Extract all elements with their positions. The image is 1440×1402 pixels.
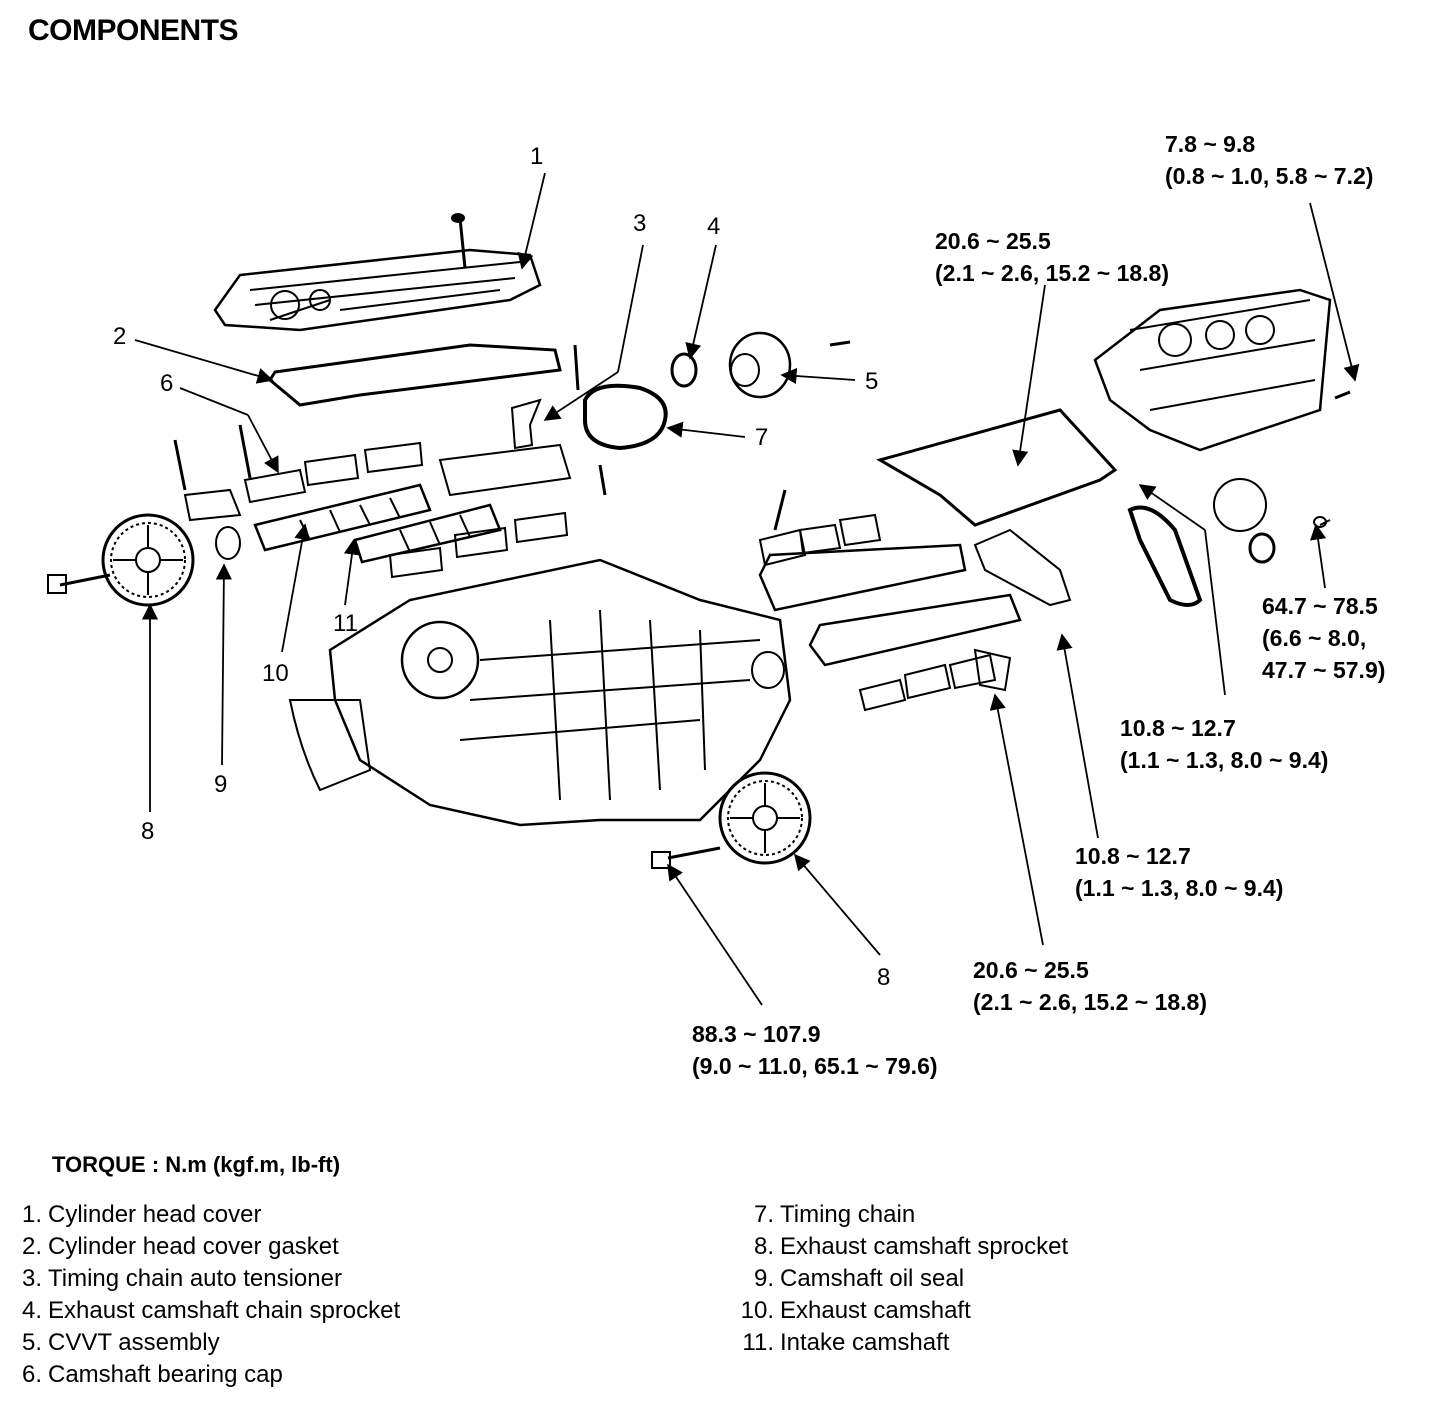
callout-3: 3: [633, 210, 647, 237]
callout-5: 5: [865, 368, 879, 395]
engine-block: [288, 558, 792, 827]
legend-item: 5.CVVT assembly: [21, 1329, 220, 1356]
legend-left: 1.Cylinder head cover 2.Cylinder head co…: [6, 1199, 400, 1391]
legend-item: 6.Camshaft bearing cap: [21, 1361, 283, 1388]
legend-item: 10.Exhaust camshaft: [740, 1297, 971, 1324]
torque-spec-1: 7.8 ~ 9.8(0.8 ~ 1.0, 5.8 ~ 7.2): [1165, 131, 1374, 189]
page-title: COMPONENTS: [28, 14, 239, 47]
sprocket-left: [47, 513, 195, 607]
callout-10: 10: [262, 660, 289, 687]
legend-item: 4.Exhaust camshaft chain sprocket: [21, 1297, 401, 1324]
callout-8-bottom: 8: [877, 964, 891, 991]
callout-1: 1: [530, 143, 544, 170]
callout-8-left: 8: [141, 818, 155, 845]
torque-unit-label: TORQUE : N.m (kgf.m, lb-ft): [52, 1152, 341, 1177]
torque-spec-2: 20.6 ~ 25.5(2.1 ~ 2.6, 15.2 ~ 18.8): [935, 228, 1169, 286]
torque-spec-3: 64.7 ~ 78.5(6.6 ~ 8.0,47.7 ~ 57.9): [1262, 593, 1386, 683]
callout-7: 7: [755, 424, 769, 451]
torque-spec-5: 10.8 ~ 12.7(1.1 ~ 1.3, 8.0 ~ 9.4): [1075, 843, 1284, 901]
right-camshafts-caps: [758, 489, 1072, 712]
bearing-caps-left: [173, 424, 607, 579]
legend-item: 1.Cylinder head cover: [21, 1201, 262, 1228]
callout-11: 11: [333, 610, 358, 637]
legend-item: 7.Timing chain: [753, 1201, 916, 1228]
callout-9: 9: [214, 771, 228, 798]
legend-item: 11.Intake camshaft: [742, 1329, 950, 1356]
legend-item: 3.Timing chain auto tensioner: [21, 1265, 342, 1292]
legend-item: 8.Exhaust camshaft sprocket: [753, 1233, 1069, 1260]
torque-spec-7: 88.3 ~ 107.9(9.0 ~ 11.0, 65.1 ~ 79.6): [692, 1021, 938, 1079]
torque-spec-6: 20.6 ~ 25.5(2.1 ~ 2.6, 15.2 ~ 18.8): [973, 957, 1207, 1015]
callout-4: 4: [707, 213, 721, 240]
torque-spec-4: 10.8 ~ 12.7(1.1 ~ 1.3, 8.0 ~ 9.4): [1120, 715, 1329, 773]
right-head-cover: [876, 288, 1351, 607]
sprocket-bottom: [651, 771, 812, 869]
legend-item: 2.Cylinder head cover gasket: [21, 1233, 339, 1260]
leader-lines: [134, 172, 1360, 1006]
tensioner-chain-cvvt: [510, 331, 851, 451]
callout-2: 2: [113, 323, 127, 350]
cylinder-head-cover-left: [213, 213, 542, 332]
legend-item: 9.Camshaft oil seal: [753, 1265, 965, 1292]
legend-right: 7.Timing chain 8.Exhaust camshaft sprock…: [738, 1199, 1069, 1359]
callout-6: 6: [160, 370, 174, 397]
head-cover-gasket-left: [268, 343, 562, 407]
